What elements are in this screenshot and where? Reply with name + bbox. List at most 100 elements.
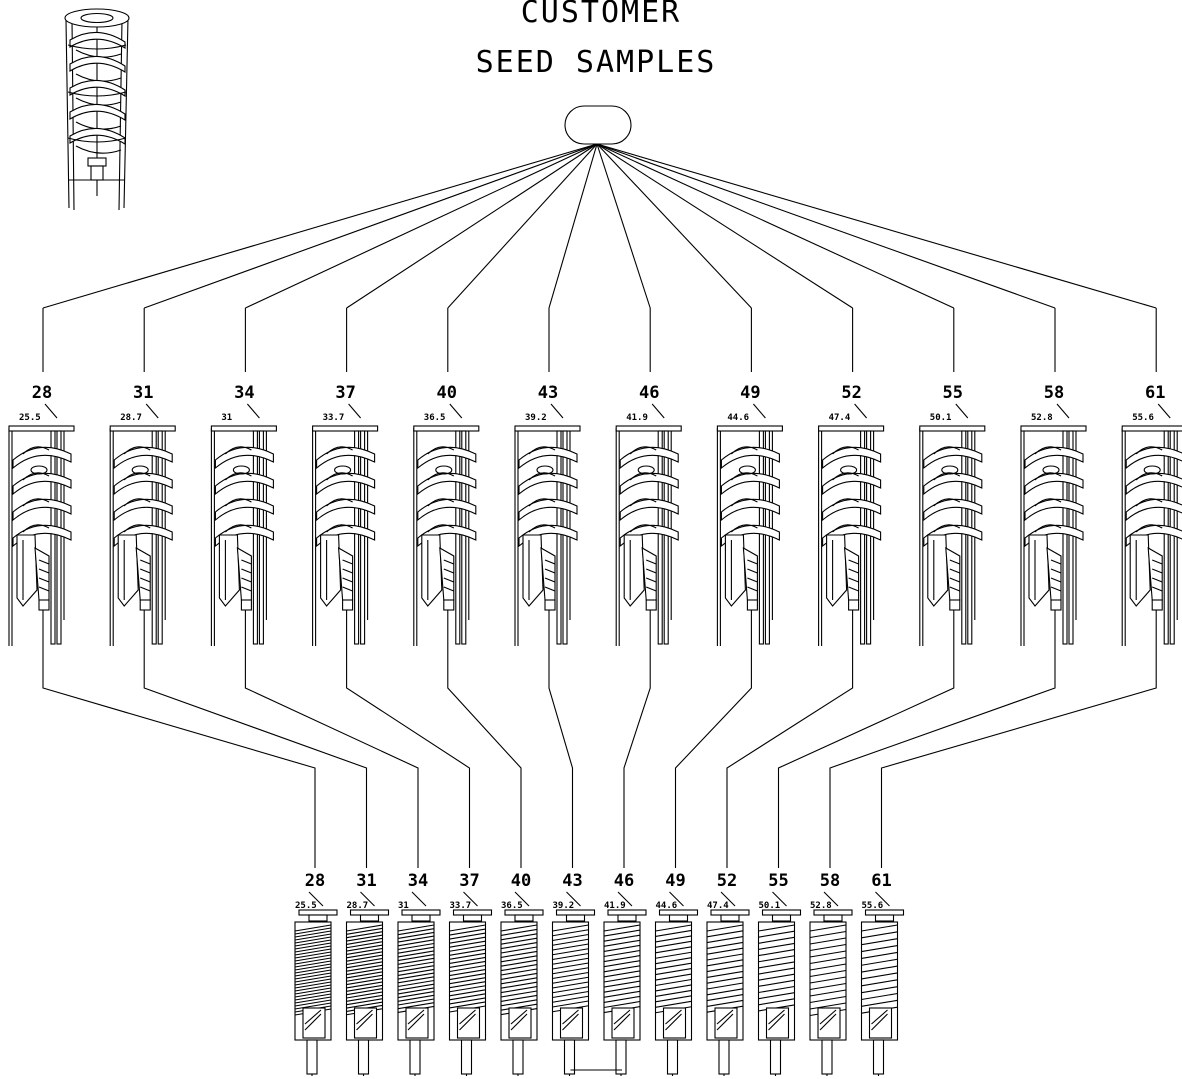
lower-sub-label: 33.7 <box>450 901 472 911</box>
source-connector <box>346 143 598 309</box>
lower-size-label: 61 <box>871 871 891 891</box>
source-connector <box>42 143 598 309</box>
upper-size-label: 37 <box>335 383 355 403</box>
lower-sub-label: 39.2 <box>553 901 575 911</box>
lower-size-label: 34 <box>408 871 428 891</box>
upper-size-label: 34 <box>234 383 254 403</box>
lower-cylinder-unit: 34 31 <box>397 871 441 1076</box>
upper-sub-label: 31 <box>221 413 232 423</box>
cross-connector <box>548 618 574 868</box>
upper-separator-unit: 46 41.9 <box>615 383 682 646</box>
upper-separator-unit: 43 39.2 <box>514 383 581 646</box>
cross-connector <box>829 618 1056 868</box>
lower-size-label: 58 <box>820 871 840 891</box>
source-connector <box>596 143 1157 309</box>
source-connector <box>245 143 598 309</box>
source-connector <box>596 143 1056 309</box>
cross-connector <box>623 618 651 868</box>
upper-separator-unit: 37 33.7 <box>312 383 379 646</box>
source-connector <box>596 143 853 309</box>
lower-sub-label: 52.8 <box>810 901 832 911</box>
upper-sub-label: 33.7 <box>323 413 345 423</box>
upper-separator-unit: 31 28.7 <box>109 383 176 646</box>
lower-cylinder-unit: 31 28.7 <box>345 871 390 1076</box>
lower-size-label: 46 <box>614 871 634 891</box>
lower-size-label: 52 <box>717 871 737 891</box>
cross-connector <box>346 618 471 868</box>
lower-size-label: 37 <box>459 871 479 891</box>
lower-sub-label: 41.9 <box>604 901 626 911</box>
source-connector <box>596 143 752 309</box>
lower-size-label: 43 <box>562 871 582 891</box>
cross-connector <box>674 618 752 868</box>
upper-size-label: 61 <box>1145 383 1165 403</box>
upper-size-label: 52 <box>841 383 861 403</box>
lower-sub-label: 36.5 <box>501 901 523 911</box>
upper-separator-unit: 58 52.8 <box>1020 383 1087 646</box>
lower-size-label: 49 <box>665 871 685 891</box>
lower-sub-label: 50.1 <box>759 901 781 911</box>
sample-source-icon <box>564 105 632 145</box>
upper-size-label: 46 <box>639 383 659 403</box>
upper-size-label: 49 <box>740 383 760 403</box>
upper-size-label: 58 <box>1044 383 1064 403</box>
lower-size-label: 28 <box>305 871 325 891</box>
upper-size-label: 43 <box>538 383 558 403</box>
lower-sub-label: 44.6 <box>656 901 678 911</box>
lower-sub-label: 55.6 <box>862 901 884 911</box>
cross-connector <box>880 618 1157 868</box>
lower-size-label: 31 <box>356 871 376 891</box>
upper-sub-label: 41.9 <box>626 413 648 423</box>
lower-size-label: 40 <box>511 871 531 891</box>
upper-sub-label: 28.7 <box>120 413 142 423</box>
source-connector-lines <box>42 143 1157 372</box>
upper-separator-unit: 49 44.6 <box>716 383 783 646</box>
upper-sub-label: 52.8 <box>1031 413 1053 423</box>
upper-separator-unit: 52 47.4 <box>818 383 885 646</box>
upper-sub-label: 39.2 <box>525 413 547 423</box>
cross-connector <box>447 618 522 868</box>
upper-sub-label: 55.6 <box>1132 413 1154 423</box>
lower-cylinder-unit: 46 41.9 <box>603 871 647 1076</box>
lower-cylinder-unit: 58 52.8 <box>809 871 853 1076</box>
spiral-separator-icon <box>64 8 130 211</box>
title-line-2: SEED SAMPLES <box>476 45 717 80</box>
source-connector <box>548 143 598 309</box>
upper-sub-label: 47.4 <box>829 413 851 423</box>
lower-cylinder-unit: 40 36.5 <box>500 871 544 1076</box>
lower-size-label: 55 <box>768 871 788 891</box>
lower-cylinder-unit: 37 33.7 <box>448 871 493 1076</box>
cross-connector <box>777 618 955 868</box>
upper-separator-row: 2825.53128.734313733.74036.54339.24641.9… <box>8 383 1182 646</box>
lower-cylinder-unit: 28 25.5 <box>294 871 338 1076</box>
source-connector <box>596 143 651 309</box>
lower-sub-label: 31 <box>398 901 409 911</box>
title-line-1: CUSTOMER <box>521 0 682 30</box>
cross-connector <box>244 618 419 868</box>
lower-sub-label: 28.7 <box>347 901 369 911</box>
upper-size-label: 55 <box>943 383 963 403</box>
upper-sub-label: 25.5 <box>19 413 41 423</box>
upper-sub-label: 44.6 <box>727 413 749 423</box>
upper-size-label: 31 <box>133 383 153 403</box>
lower-sub-label: 25.5 <box>295 901 317 911</box>
source-connector <box>447 143 598 309</box>
source-connector <box>144 143 598 309</box>
lower-cylinder-unit: 55 50.1 <box>757 871 802 1076</box>
lower-cylinder-unit: 43 39.2 <box>551 871 596 1076</box>
lower-cylinder-row: 28 25.5 31 28.7 34 31 37 33.7 40 36.5 43 39.2 46 41.9… <box>294 871 905 1076</box>
cross-connector <box>42 618 316 868</box>
upper-sub-label: 36.5 <box>424 413 446 423</box>
cross-connector <box>726 618 854 868</box>
lower-cylinder-unit: 52 47.4 <box>706 871 750 1076</box>
upper-separator-unit: 40 36.5 <box>413 383 480 646</box>
source-connector <box>596 143 955 309</box>
upper-separator-unit: 61 55.6 <box>1121 383 1182 646</box>
upper-size-label: 40 <box>437 383 457 403</box>
lower-sub-label: 47.4 <box>707 901 729 911</box>
